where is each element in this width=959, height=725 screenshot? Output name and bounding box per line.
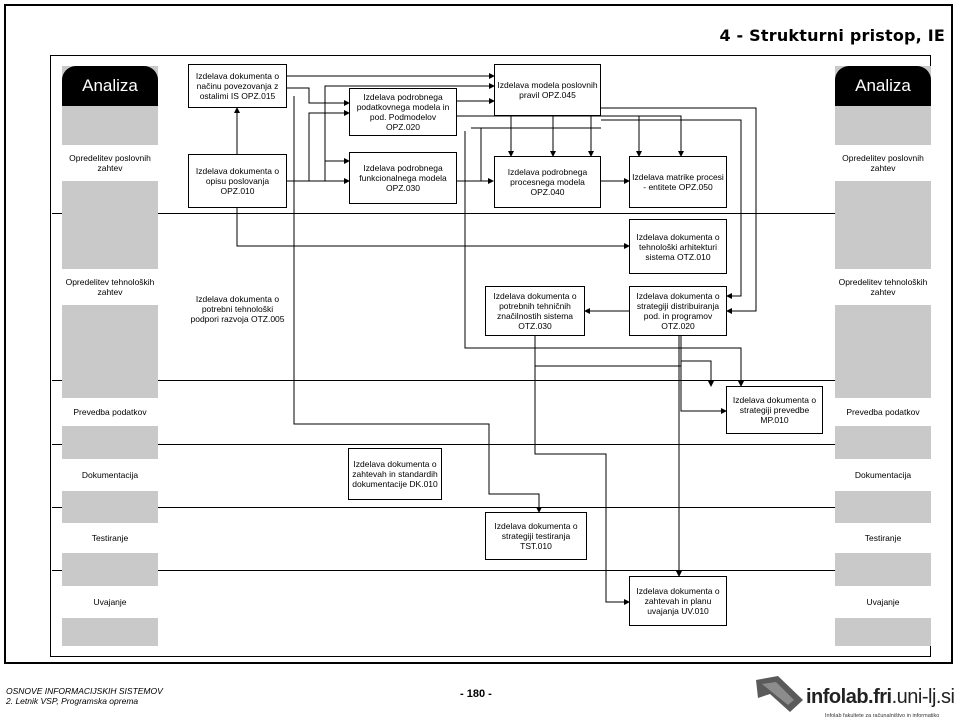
node-tst010: Izdelava dokumenta o strategiji testiran… xyxy=(485,512,587,560)
slide-title: 4 - Strukturni pristop, IE xyxy=(719,26,945,45)
left-label-data-conversion: Prevedba podatkov xyxy=(62,398,158,426)
node-opz030: Izdelava podrobnega funkcionalnega model… xyxy=(349,152,457,204)
left-label-testing: Testiranje xyxy=(62,523,158,553)
process-diagram: Analiza Opredelitev poslovnih zahtev Opr… xyxy=(50,55,931,657)
node-opz010: Izdelava dokumenta o opisu poslovanja OP… xyxy=(188,154,287,208)
page-number: - 180 - xyxy=(460,688,492,700)
infolab-logo-text: infolab.fri.uni-lj.si xyxy=(806,686,955,709)
node-dk010: Izdelava dokumenta o zahtevah in standar… xyxy=(348,448,442,500)
node-otz005: Izdelava dokumenta o potrebni tehnološki… xyxy=(190,294,285,324)
footer-program: 2. Letnik VSP, Programska oprema xyxy=(6,696,139,706)
logo-brand-a: infolab. xyxy=(806,686,874,708)
node-opz045: Izdelava modela poslovnih pravil OPZ.045 xyxy=(494,64,601,116)
node-opz050: Izdelava matrike procesi - entitete OPZ.… xyxy=(629,156,727,208)
logo-brand-b: fri xyxy=(873,686,892,708)
node-opz015: Izdelava dokumenta o načinu povezovanja … xyxy=(188,64,287,108)
right-label-business-requirements: Opredelitev poslovnih zahtev xyxy=(835,145,931,181)
node-otz030: Izdelava dokumenta o potrebnih tehničnih… xyxy=(485,286,585,336)
node-otz020: Izdelava dokumenta o strategiji distribu… xyxy=(629,286,727,336)
node-otz010: Izdelava dokumenta o tehnološki arhitekt… xyxy=(629,219,727,274)
node-mp010: Izdelava dokumenta o strategiji prevedbe… xyxy=(726,386,823,434)
slide-frame xyxy=(4,4,953,664)
lane-divider xyxy=(52,213,929,214)
footer-course: OSNOVE INFORMACIJSKIH SISTEMOV xyxy=(6,686,163,696)
lane-divider xyxy=(52,444,929,445)
right-phase-header: Analiza xyxy=(835,66,931,106)
footer-course-info: OSNOVE INFORMACIJSKIH SISTEMOV 2. Letnik… xyxy=(6,686,163,706)
right-label-technology-requirements: Opredelitev tehnoloških zahtev xyxy=(835,269,931,305)
left-label-business-requirements: Opredelitev poslovnih zahtev xyxy=(62,145,158,181)
lane-divider xyxy=(52,507,929,508)
connector-lines xyxy=(234,73,757,605)
logo-brand-c: .uni-lj.si xyxy=(891,686,955,708)
node-opz020: Izdelava podrobnega podatkovnega modela … xyxy=(349,88,457,136)
right-label-data-conversion: Prevedba podatkov xyxy=(835,398,931,426)
lane-divider xyxy=(52,570,929,571)
right-label-deployment: Uvajanje xyxy=(835,586,931,618)
left-label-deployment: Uvajanje xyxy=(62,586,158,618)
left-label-documentation: Dokumentacija xyxy=(62,459,158,491)
logo-subtitle: Infolab fakultete za računalništvo in in… xyxy=(825,713,940,719)
lane-divider xyxy=(52,380,929,381)
infolab-logo-icon xyxy=(756,676,803,712)
node-uv010: Izdelava dokumenta o zahtevah in planu u… xyxy=(629,576,727,626)
right-label-testing: Testiranje xyxy=(835,523,931,553)
left-label-technology-requirements: Opredelitev tehnoloških zahtev xyxy=(62,269,158,305)
left-phase-header: Analiza xyxy=(62,66,158,106)
right-label-documentation: Dokumentacija xyxy=(835,459,931,491)
node-opz040: Izdelava podrobnega procesnega modela OP… xyxy=(494,156,601,208)
